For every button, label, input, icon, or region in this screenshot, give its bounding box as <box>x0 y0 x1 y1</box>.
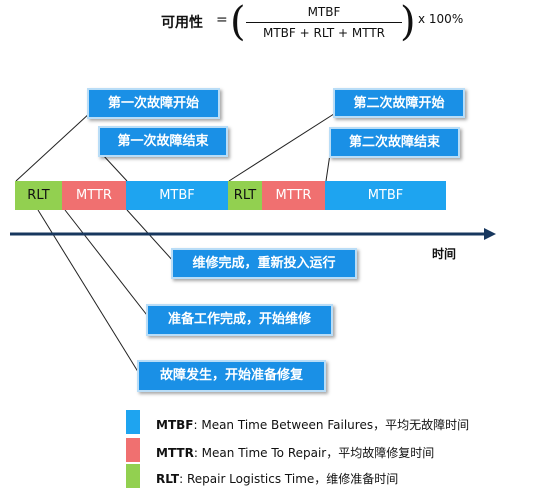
timeline-segment-rlt: RLT <box>228 181 262 210</box>
left-paren: ( <box>230 0 246 45</box>
formula-multiplier: x 100% <box>418 12 464 26</box>
line-fault-occurs <box>37 209 141 376</box>
timeline-segment-rlt: RLT <box>15 181 62 210</box>
legend-item-mtbf: MTBF: Mean Time Between Failures，平均无故障时间 <box>156 416 469 433</box>
legend-item-mttr: MTTR: Mean Time To Repair，平均故障修复时间 <box>156 444 434 461</box>
line-prep-done <box>64 209 151 320</box>
legend-swatch-mtbf <box>126 410 140 434</box>
callout-second-fault-start: 第二次故障开始 <box>333 88 465 118</box>
callout-prep-done: 准备工作完成，开始维修 <box>146 304 333 336</box>
legend-swatch-rlt <box>126 464 140 488</box>
fraction-bar <box>246 22 402 23</box>
legend-desc: : Repair Logistics Time，维修准备时间 <box>179 472 399 486</box>
line-second-start <box>228 111 338 182</box>
callout-second-fault-end: 第二次故障结束 <box>329 127 460 158</box>
legend-item-rlt: RLT: Repair Logistics Time，维修准备时间 <box>156 470 398 487</box>
time-axis-label: 时间 <box>432 247 457 261</box>
time-axis-arrowhead <box>484 228 496 240</box>
line-second-end <box>325 153 331 182</box>
formula-equals: = <box>216 12 228 28</box>
right-paren: ) <box>400 0 416 45</box>
formula-label: 可用性 <box>161 15 203 31</box>
callout-first-fault-end: 第一次故障结束 <box>98 126 228 157</box>
legend-desc: : Mean Time Between Failures，平均无故障时间 <box>193 418 470 432</box>
callout-repair-done: 维修完成，重新投入运行 <box>171 248 357 279</box>
formula-denominator: MTBF + RLT + MTTR <box>262 26 386 40</box>
formula-fraction: MTBF MTBF + RLT + MTTR <box>246 4 402 41</box>
line-first-end <box>101 153 128 182</box>
legend-term: RLT <box>156 472 180 486</box>
line-first-start <box>15 111 92 182</box>
timeline-segment-mttr: MTTR <box>262 181 325 210</box>
timeline-segment-mttr: MTTR <box>62 181 126 210</box>
formula-numerator: MTBF <box>307 5 341 19</box>
timeline-segment-mtbf: MTBF <box>126 181 228 210</box>
legend-swatch-mttr <box>126 438 140 462</box>
legend-term: MTBF <box>156 418 194 432</box>
legend-desc: : Mean Time To Repair，平均故障修复时间 <box>193 446 435 460</box>
callout-first-fault-start: 第一次故障开始 <box>87 88 220 119</box>
callout-fault-occurs: 故障发生，开始准备修复 <box>137 360 326 392</box>
line-repair-done <box>126 209 175 263</box>
timeline-segment-mtbf: MTBF <box>325 181 446 210</box>
legend-term: MTTR <box>156 446 194 460</box>
